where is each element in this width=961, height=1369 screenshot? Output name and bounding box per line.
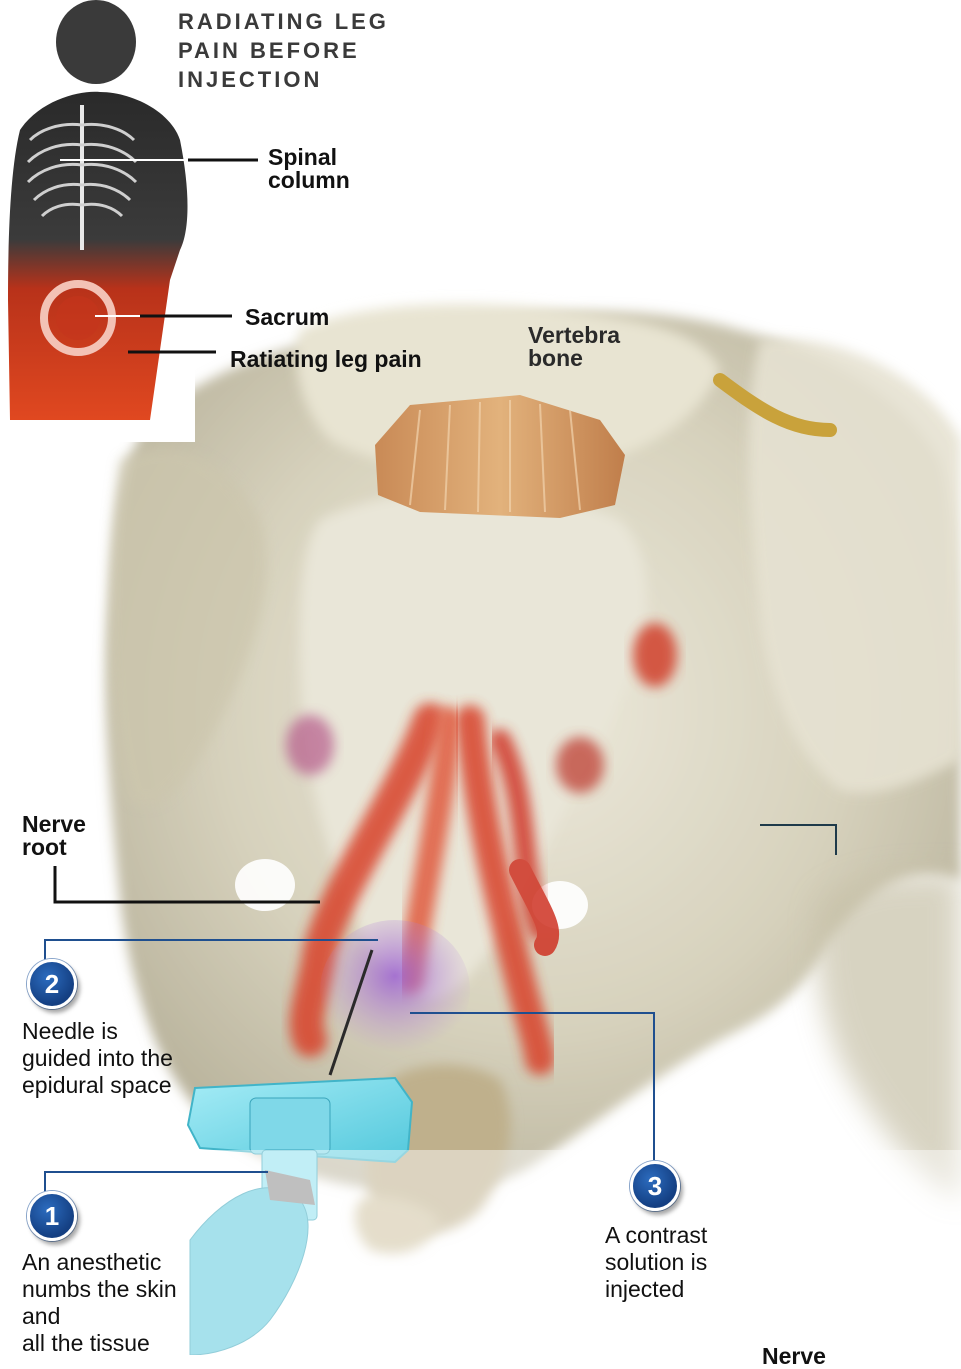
- step-3-line: solution is: [605, 1249, 707, 1276]
- step-1-text: An anesthetic numbs the skin and all the…: [22, 1249, 177, 1357]
- body-inset: [0, 0, 195, 442]
- sacrum-label: Sacrum: [245, 306, 329, 329]
- step-2-line: epidural space: [22, 1072, 173, 1099]
- step-3-badge: 3: [630, 1161, 680, 1211]
- nerve-root-line: Nerve: [22, 813, 86, 836]
- step-3-line: A contrast: [605, 1222, 707, 1249]
- nerve-root-label: Nerve root: [22, 813, 86, 859]
- step-2-line: Needle is: [22, 1018, 173, 1045]
- step-1-line: all the tissue: [22, 1330, 177, 1357]
- inset-title-line: INJECTION: [178, 65, 389, 94]
- vertebra-bone-line: bone: [528, 347, 620, 370]
- inset-title: RADIATING LEG PAIN BEFORE INJECTION: [178, 7, 389, 94]
- nerve-cut-label: Nerve: [762, 1345, 826, 1368]
- vertebra-bone-label: Vertebra bone: [528, 324, 620, 370]
- step-3-line: injected: [605, 1276, 707, 1303]
- spinal-column-label: Spinal column: [268, 146, 350, 192]
- leg-pain-label: Ratiating leg pain: [230, 348, 422, 371]
- step-2-badge: 2: [27, 959, 77, 1009]
- vertebra-bone-line: Vertebra: [528, 324, 620, 347]
- step-3-text: A contrast solution is injected: [605, 1222, 707, 1303]
- spinal-column-line: column: [268, 169, 350, 192]
- inset-title-line: RADIATING LEG: [178, 7, 389, 36]
- step-2-text: Needle is guided into the epidural space: [22, 1018, 173, 1099]
- step-1-line: numbs the skin: [22, 1276, 177, 1303]
- step-1-badge: 1: [27, 1191, 77, 1241]
- inset-title-line: PAIN BEFORE: [178, 36, 389, 65]
- step-1-line: An anesthetic: [22, 1249, 177, 1276]
- spinal-column-line: Spinal: [268, 146, 350, 169]
- nerve-root-line: root: [22, 836, 86, 859]
- step-1-line: and: [22, 1303, 177, 1330]
- step-2-line: guided into the: [22, 1045, 173, 1072]
